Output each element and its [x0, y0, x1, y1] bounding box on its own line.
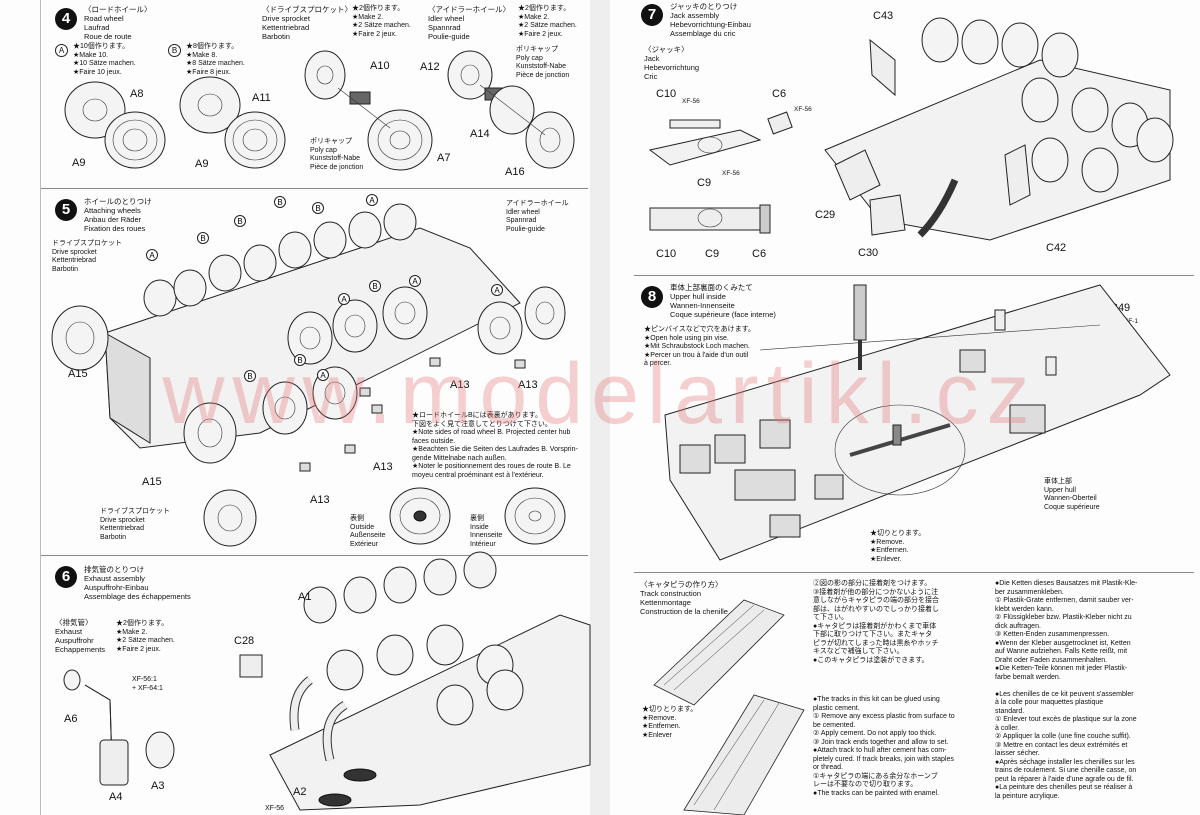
part-label: C29	[815, 209, 836, 221]
svg-text:B: B	[315, 204, 320, 213]
part-label: C42	[1046, 242, 1067, 254]
polycap-label-sprocket: ポリキャップ Poly cap Kunststoff-Nabe Pièce de…	[310, 138, 364, 171]
part-label: A10	[370, 60, 390, 72]
part-label: A1	[298, 591, 312, 603]
part-label: A9	[72, 157, 86, 169]
paint-code: XF-56	[265, 805, 285, 812]
part-label: C28	[234, 635, 255, 647]
part-label: C10	[656, 248, 677, 260]
part-label: A13	[518, 379, 538, 391]
paint-code: XF-56	[722, 170, 740, 177]
svg-text:B: B	[200, 234, 205, 243]
sprocket-label-lower: ドライブスプロケット Drive sprocket Kettentriebrad…	[100, 508, 170, 541]
idler-label: アイドラーホイール Idler wheel Spannrad Poulie-gu…	[506, 200, 569, 233]
part-label: A15	[68, 368, 88, 380]
part-label: C9	[705, 248, 720, 260]
part-label: C9	[697, 177, 712, 189]
wheel-a-marker: A	[55, 44, 68, 57]
sprocket-title: 〈ドライブスプロケット〉 Drive sprocket Kettentriebr…	[262, 5, 352, 41]
idler-note: ★2個作ります。 ★Make 2. ★2 Sätze machen. ★Fair…	[518, 5, 577, 38]
track-en-column: ●The tracks in this kit can be glued usi…	[813, 696, 955, 797]
step-number: 6	[55, 566, 77, 588]
step-number: 7	[641, 4, 663, 26]
remove-note: ★切りとります。 ★Remove. ★Entfernen. ★Enlever.	[870, 530, 926, 563]
svg-text:B: B	[247, 372, 252, 381]
svg-text:B: B	[237, 217, 242, 226]
track-de-fr-column: ●Die Ketten dieses Bausatzes mit Plastik…	[995, 580, 1138, 800]
divider-step7-8	[634, 275, 1194, 276]
divider-step4-5	[40, 188, 588, 189]
divider-step8-track	[634, 572, 1194, 573]
track-drawing	[653, 599, 805, 815]
part-label: A8	[130, 88, 144, 100]
page-gutter	[590, 0, 610, 815]
part-label: C43	[873, 10, 894, 22]
step-number: 5	[55, 199, 77, 221]
part-label: A3	[151, 780, 165, 792]
paint-code: XF-56:1 + XF-64:1	[132, 676, 163, 692]
svg-text:B: B	[277, 198, 282, 207]
step8-drawing	[664, 284, 1171, 561]
inside-label: 裏側 Inside Innenseite Intérieur	[470, 515, 503, 548]
left-margin-line	[40, 0, 41, 815]
wheel-a-note: ★10個作ります。 ★Make 10. ★10 Sätze machen. ★F…	[73, 43, 136, 76]
polycap-label-idler: ポリキャップ Poly cap Kunststoff-Nabe Pièce de…	[516, 46, 570, 79]
outside-label: 表側 Outside Außenseite Extérieur	[350, 515, 386, 548]
jack-subtitle: 〈ジャッキ〉 Jack Hebevorrichtung Cric	[644, 45, 700, 81]
track-remove-note: ★切りとります。 ★Remove. ★Entfernen. ★Enlever	[642, 706, 698, 739]
road-wheel-note: ★ロードホイールBには表裏があります。 下図をよく見て注意してとりつけて下さい。…	[412, 412, 578, 479]
step-title: ホイールのとりつけ Attaching wheels Anbau der Räd…	[84, 197, 152, 233]
part-label: C30	[858, 247, 879, 259]
paint-code: XF-56	[794, 106, 812, 113]
track-jp-column: ②図の影の部分に接着剤をつけます。 ③接着剤が他の部分につかないように注 意しな…	[813, 580, 939, 664]
svg-text:A: A	[149, 251, 155, 260]
exhaust-subtitle: 〈排気管〉 Exhaust Auspuffrohr Echappements	[55, 618, 106, 654]
part-label: A6	[64, 713, 78, 725]
part-label: A11	[252, 92, 271, 104]
part-label: A2	[293, 786, 307, 798]
step-title: 〈ロードホイール〉 Road wheel Laufrad Roue de rou…	[84, 5, 152, 41]
step5-drawing: B B A B B A A B A A B B A	[51, 194, 566, 547]
track-title: 〈キャタピラの作り方〉 Track construction Kettenmon…	[640, 580, 728, 616]
svg-text:B: B	[297, 356, 302, 365]
sprocket-label: ドライブスプロケット Drive sprocket Kettentriebrad…	[52, 240, 122, 273]
step7-drawing	[648, 17, 1174, 241]
svg-text:B: B	[372, 282, 377, 291]
part-label: A13	[450, 379, 470, 391]
part-label: C6	[772, 88, 787, 100]
divider-step5-6	[40, 555, 588, 556]
pin-vise-note: ★ピンバイスなどで穴をあけます。 ★Open hole using pin vi…	[644, 326, 755, 367]
exhaust-note: ★2個作ります。 ★Make 2. ★2 Sätze machen. ★Fair…	[116, 620, 175, 653]
step-title: 排気管のとりつけ Exhaust assembly Auspuffrohr-Ei…	[84, 565, 191, 601]
svg-text:A: A	[412, 277, 418, 286]
step-number: 8	[641, 286, 663, 308]
part-label: A16	[505, 166, 525, 178]
sprocket-note: ★2個作ります。 ★Make 2. ★2 Sätze machen. ★Fair…	[352, 5, 411, 38]
step-number: 4	[55, 8, 77, 30]
part-label: C6	[752, 248, 767, 260]
paint-code: XF-56	[682, 98, 700, 105]
part-label: A12	[420, 61, 440, 73]
wheel-b-note: ★8個作ります。 ★Make 8. ★8 Sätze machen. ★Fair…	[186, 43, 245, 76]
step-title: ジャッキのとりつけ Jack assembly Hebevorrichtung-…	[670, 2, 751, 38]
part-label: A9	[195, 158, 209, 170]
svg-text:A: A	[341, 295, 347, 304]
svg-text:A: A	[320, 371, 326, 380]
step4-drawing	[64, 50, 575, 171]
wheel-b-marker: B	[168, 44, 181, 57]
svg-text:A: A	[494, 286, 500, 295]
svg-text:A: A	[369, 196, 375, 205]
upper-hull-label: 車体上部 Upper hull Wannen-Oberteil Coque su…	[1044, 478, 1100, 511]
part-label: A4	[109, 791, 123, 803]
part-label: A15	[142, 476, 162, 488]
part-label: A14	[470, 128, 490, 140]
step-title: 車体上部裏面のくみたて Upper hull inside Wannen-Inn…	[670, 283, 776, 319]
step6-drawing	[63, 551, 591, 811]
part-label: C10	[656, 88, 677, 100]
idler-title: 〈アイドラーホイール〉 Idler wheel Spannrad Poulie-…	[428, 5, 511, 41]
part-label: A13	[310, 494, 330, 506]
part-label: A13	[373, 461, 393, 473]
part-label: A7	[437, 152, 451, 164]
paint-code: XF-1	[1124, 318, 1139, 325]
